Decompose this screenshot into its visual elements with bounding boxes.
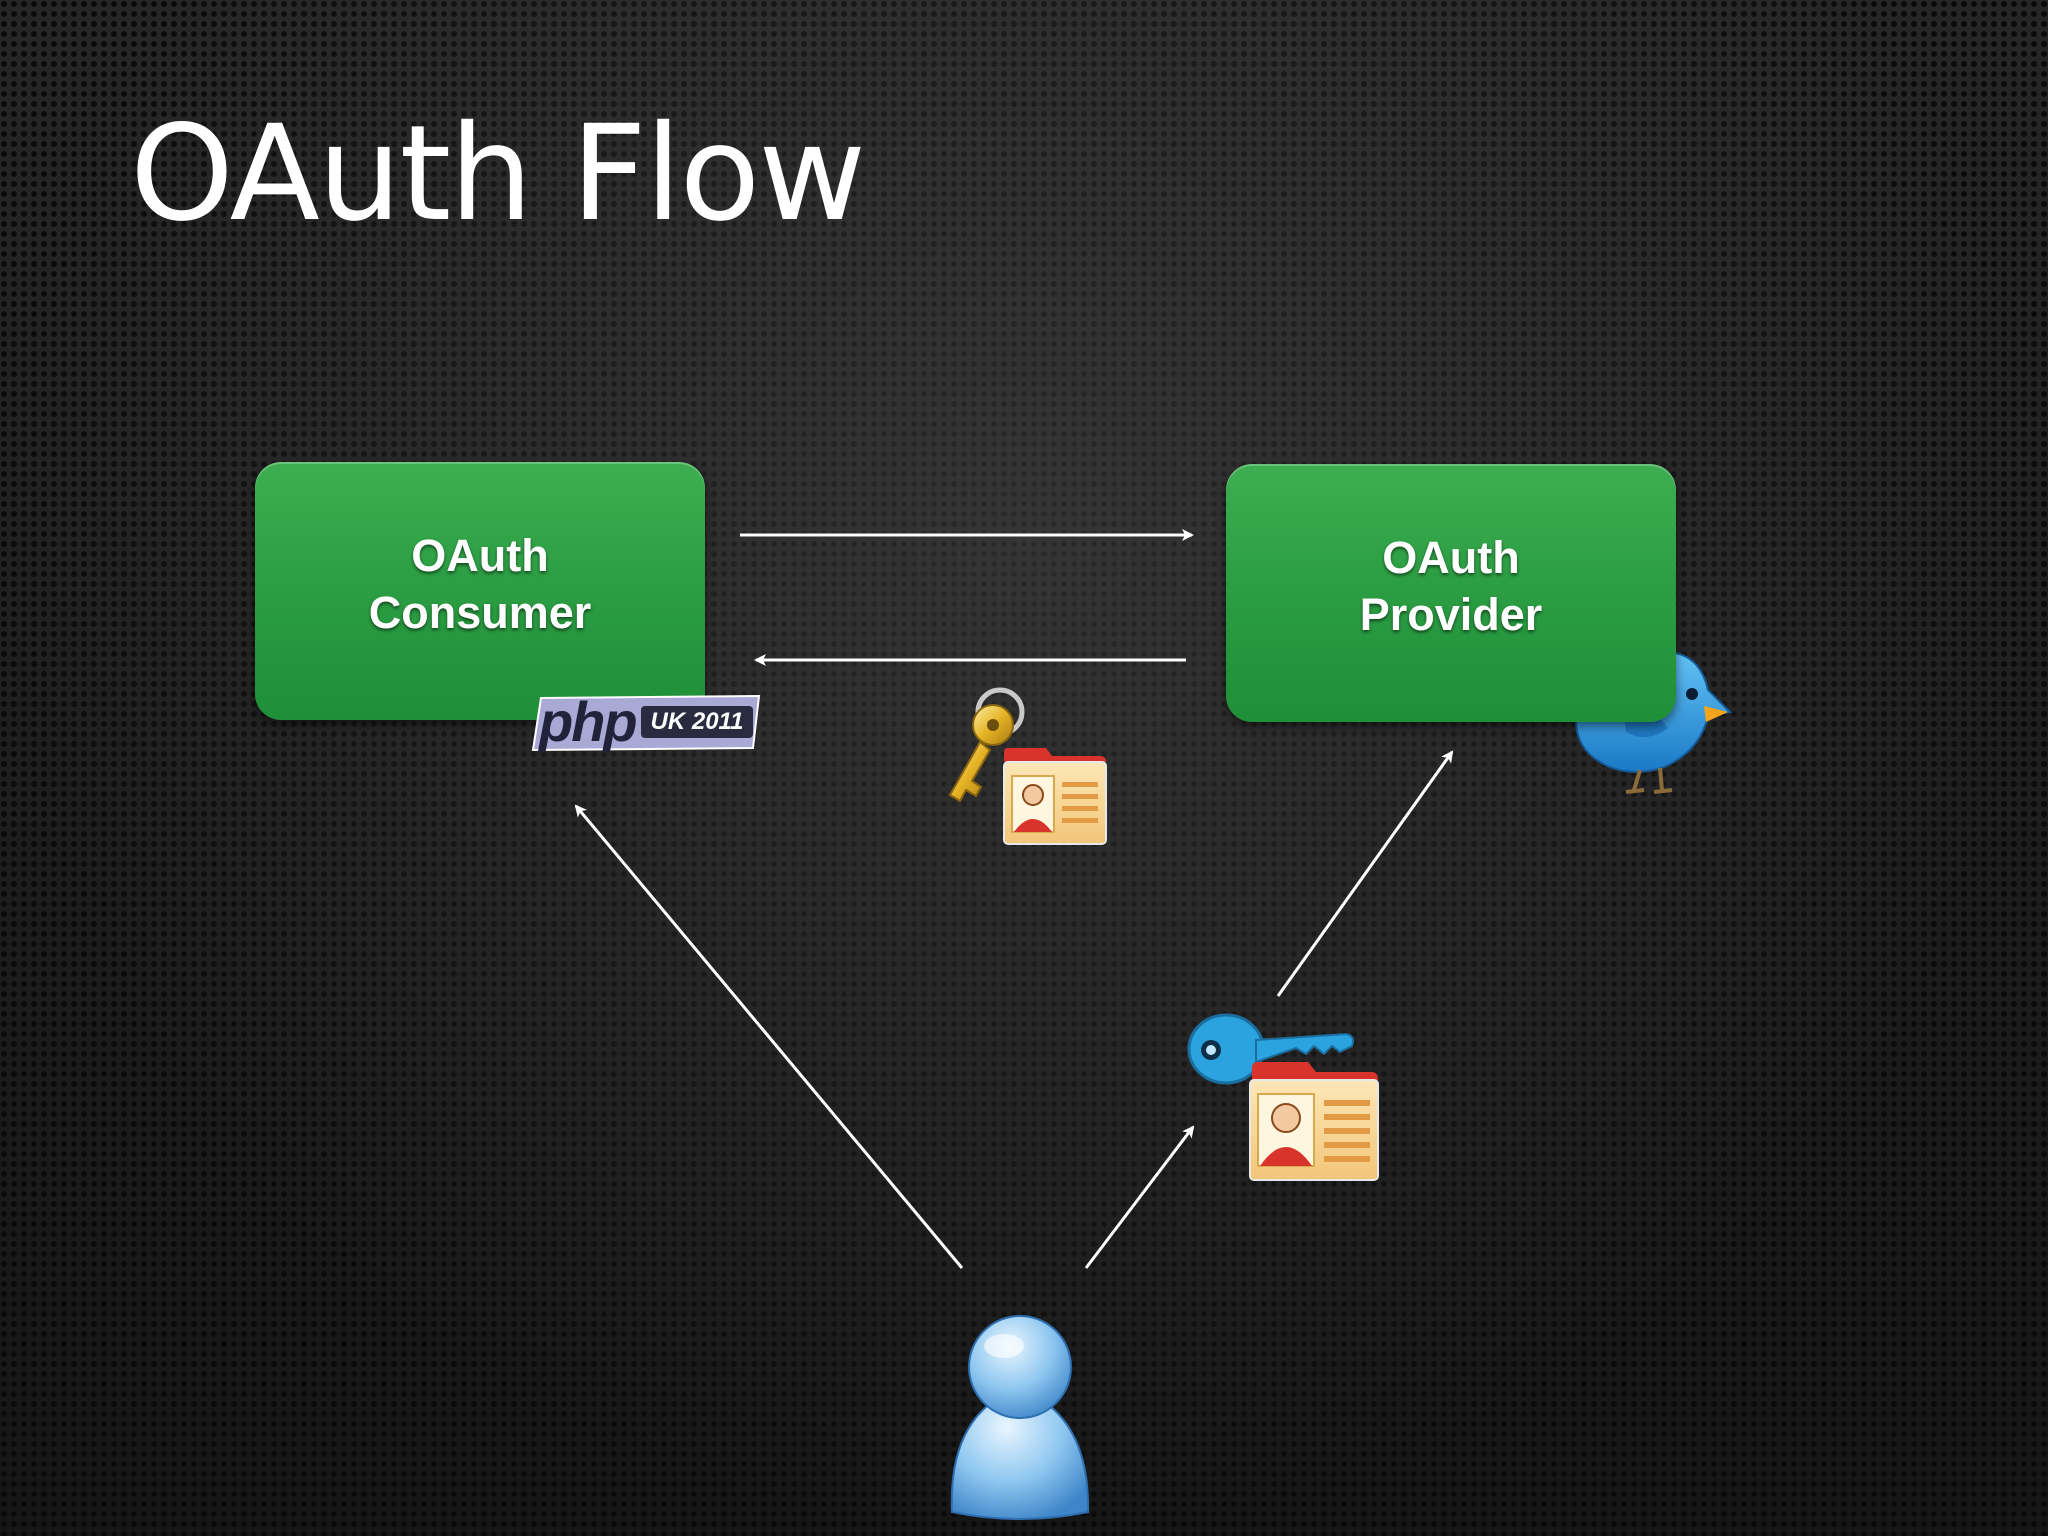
contact-card-icon xyxy=(1249,1062,1379,1181)
php-uk-2011-logo: php UK 2011 xyxy=(531,692,763,752)
php-logo-text: php xyxy=(539,690,638,753)
blue-key-icon xyxy=(1187,1013,1355,1085)
oauth-consumer-label: OAuth Consumer xyxy=(368,530,592,638)
oauth-consumer-node: OAuth Consumer xyxy=(255,462,705,720)
oauth-provider-label: OAuth Provider xyxy=(1359,532,1543,640)
oauth-provider-node: OAuth Provider xyxy=(1226,464,1676,722)
php-logo-subtext: UK 2011 xyxy=(641,706,753,738)
contact-card-icon xyxy=(1003,748,1107,845)
arrow-user-to-consumer xyxy=(574,804,964,1269)
arrow-token-to-provider xyxy=(1276,750,1454,997)
gold-key-icon xyxy=(948,687,1025,803)
arrow-user-to-token xyxy=(1084,1125,1195,1269)
slide-title: OAuth Flow xyxy=(130,97,866,251)
user-icon xyxy=(950,1315,1090,1520)
